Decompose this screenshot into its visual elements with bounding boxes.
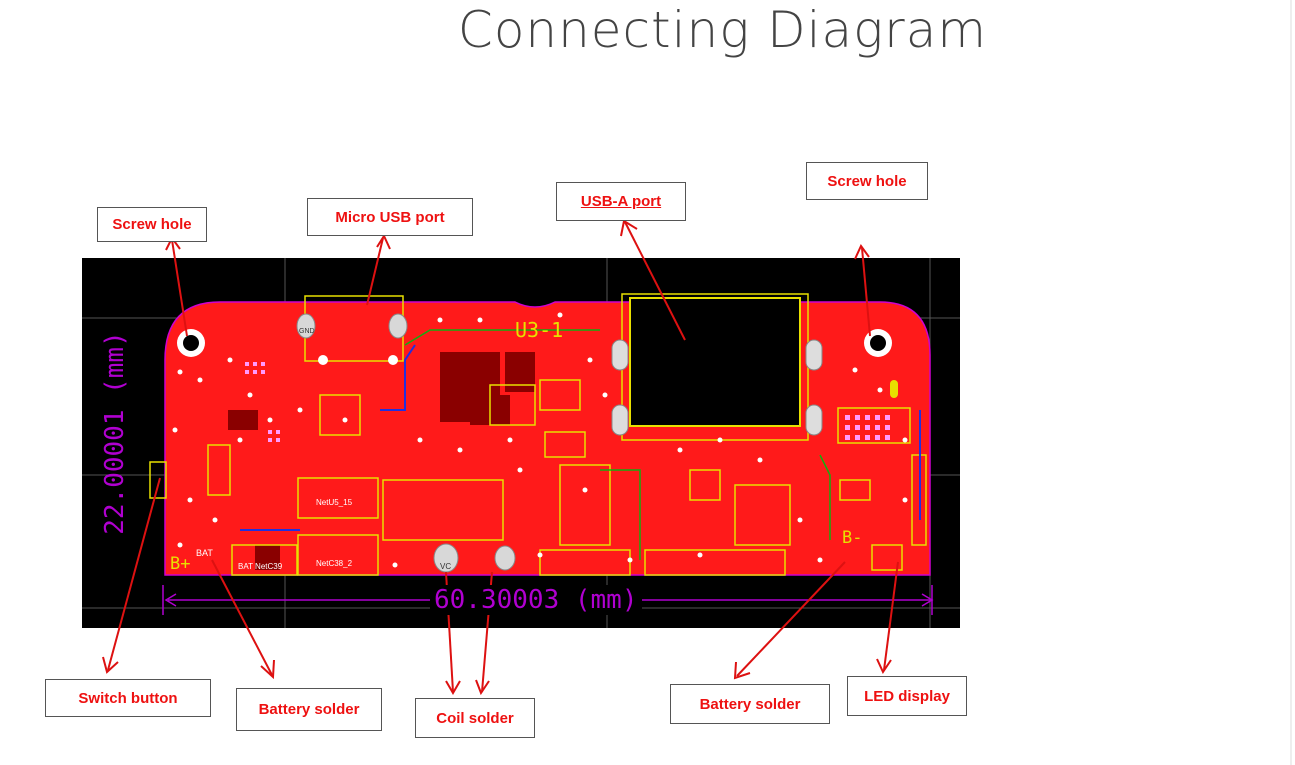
pad-gnd-label: GND <box>299 328 315 335</box>
screw-hole-right-label: Screw hole <box>806 162 928 200</box>
micro-usb-pad-left <box>296 313 316 339</box>
battery-solder-left-label: Battery solder <box>236 688 382 731</box>
dimension-height-label: 22.00001 (mm) <box>100 331 130 535</box>
coil-pad-right <box>494 545 516 571</box>
usb-a-port-area <box>629 297 801 427</box>
dimension-width-label: 60.30003 (mm) <box>430 585 642 615</box>
coil-solder-label: Coil solder <box>415 698 535 738</box>
pad-bat-net-label: BAT NetC39 <box>238 562 283 571</box>
usb-a-port-text: USB-A port <box>580 193 662 210</box>
micro-usb-pad-right <box>388 313 408 339</box>
battery-solder-right-label: Battery solder <box>670 684 830 724</box>
pad-netu5-label: NetU5_15 <box>316 498 353 507</box>
pad-bat-label: BAT <box>196 548 213 558</box>
battery-minus-mark: B- <box>842 528 863 548</box>
pcb-designator: U3-1 <box>515 318 564 342</box>
pcb-vias <box>172 312 908 568</box>
diagram-title: Connecting Diagram <box>457 1 988 59</box>
led-display-label: LED display <box>847 676 967 716</box>
screw-hole-left-label: Screw hole <box>97 207 207 242</box>
switch-button-label: Switch button <box>45 679 211 717</box>
pad-netc38-label: NetC38_2 <box>316 559 353 568</box>
battery-plus-mark: B+ <box>170 554 191 574</box>
page-edge-rule <box>1290 0 1292 765</box>
usb-a-port-label: USB-A port <box>556 182 686 221</box>
pad-vc-label: VC <box>440 562 452 571</box>
micro-usb-port-label: Micro USB port <box>307 198 473 236</box>
